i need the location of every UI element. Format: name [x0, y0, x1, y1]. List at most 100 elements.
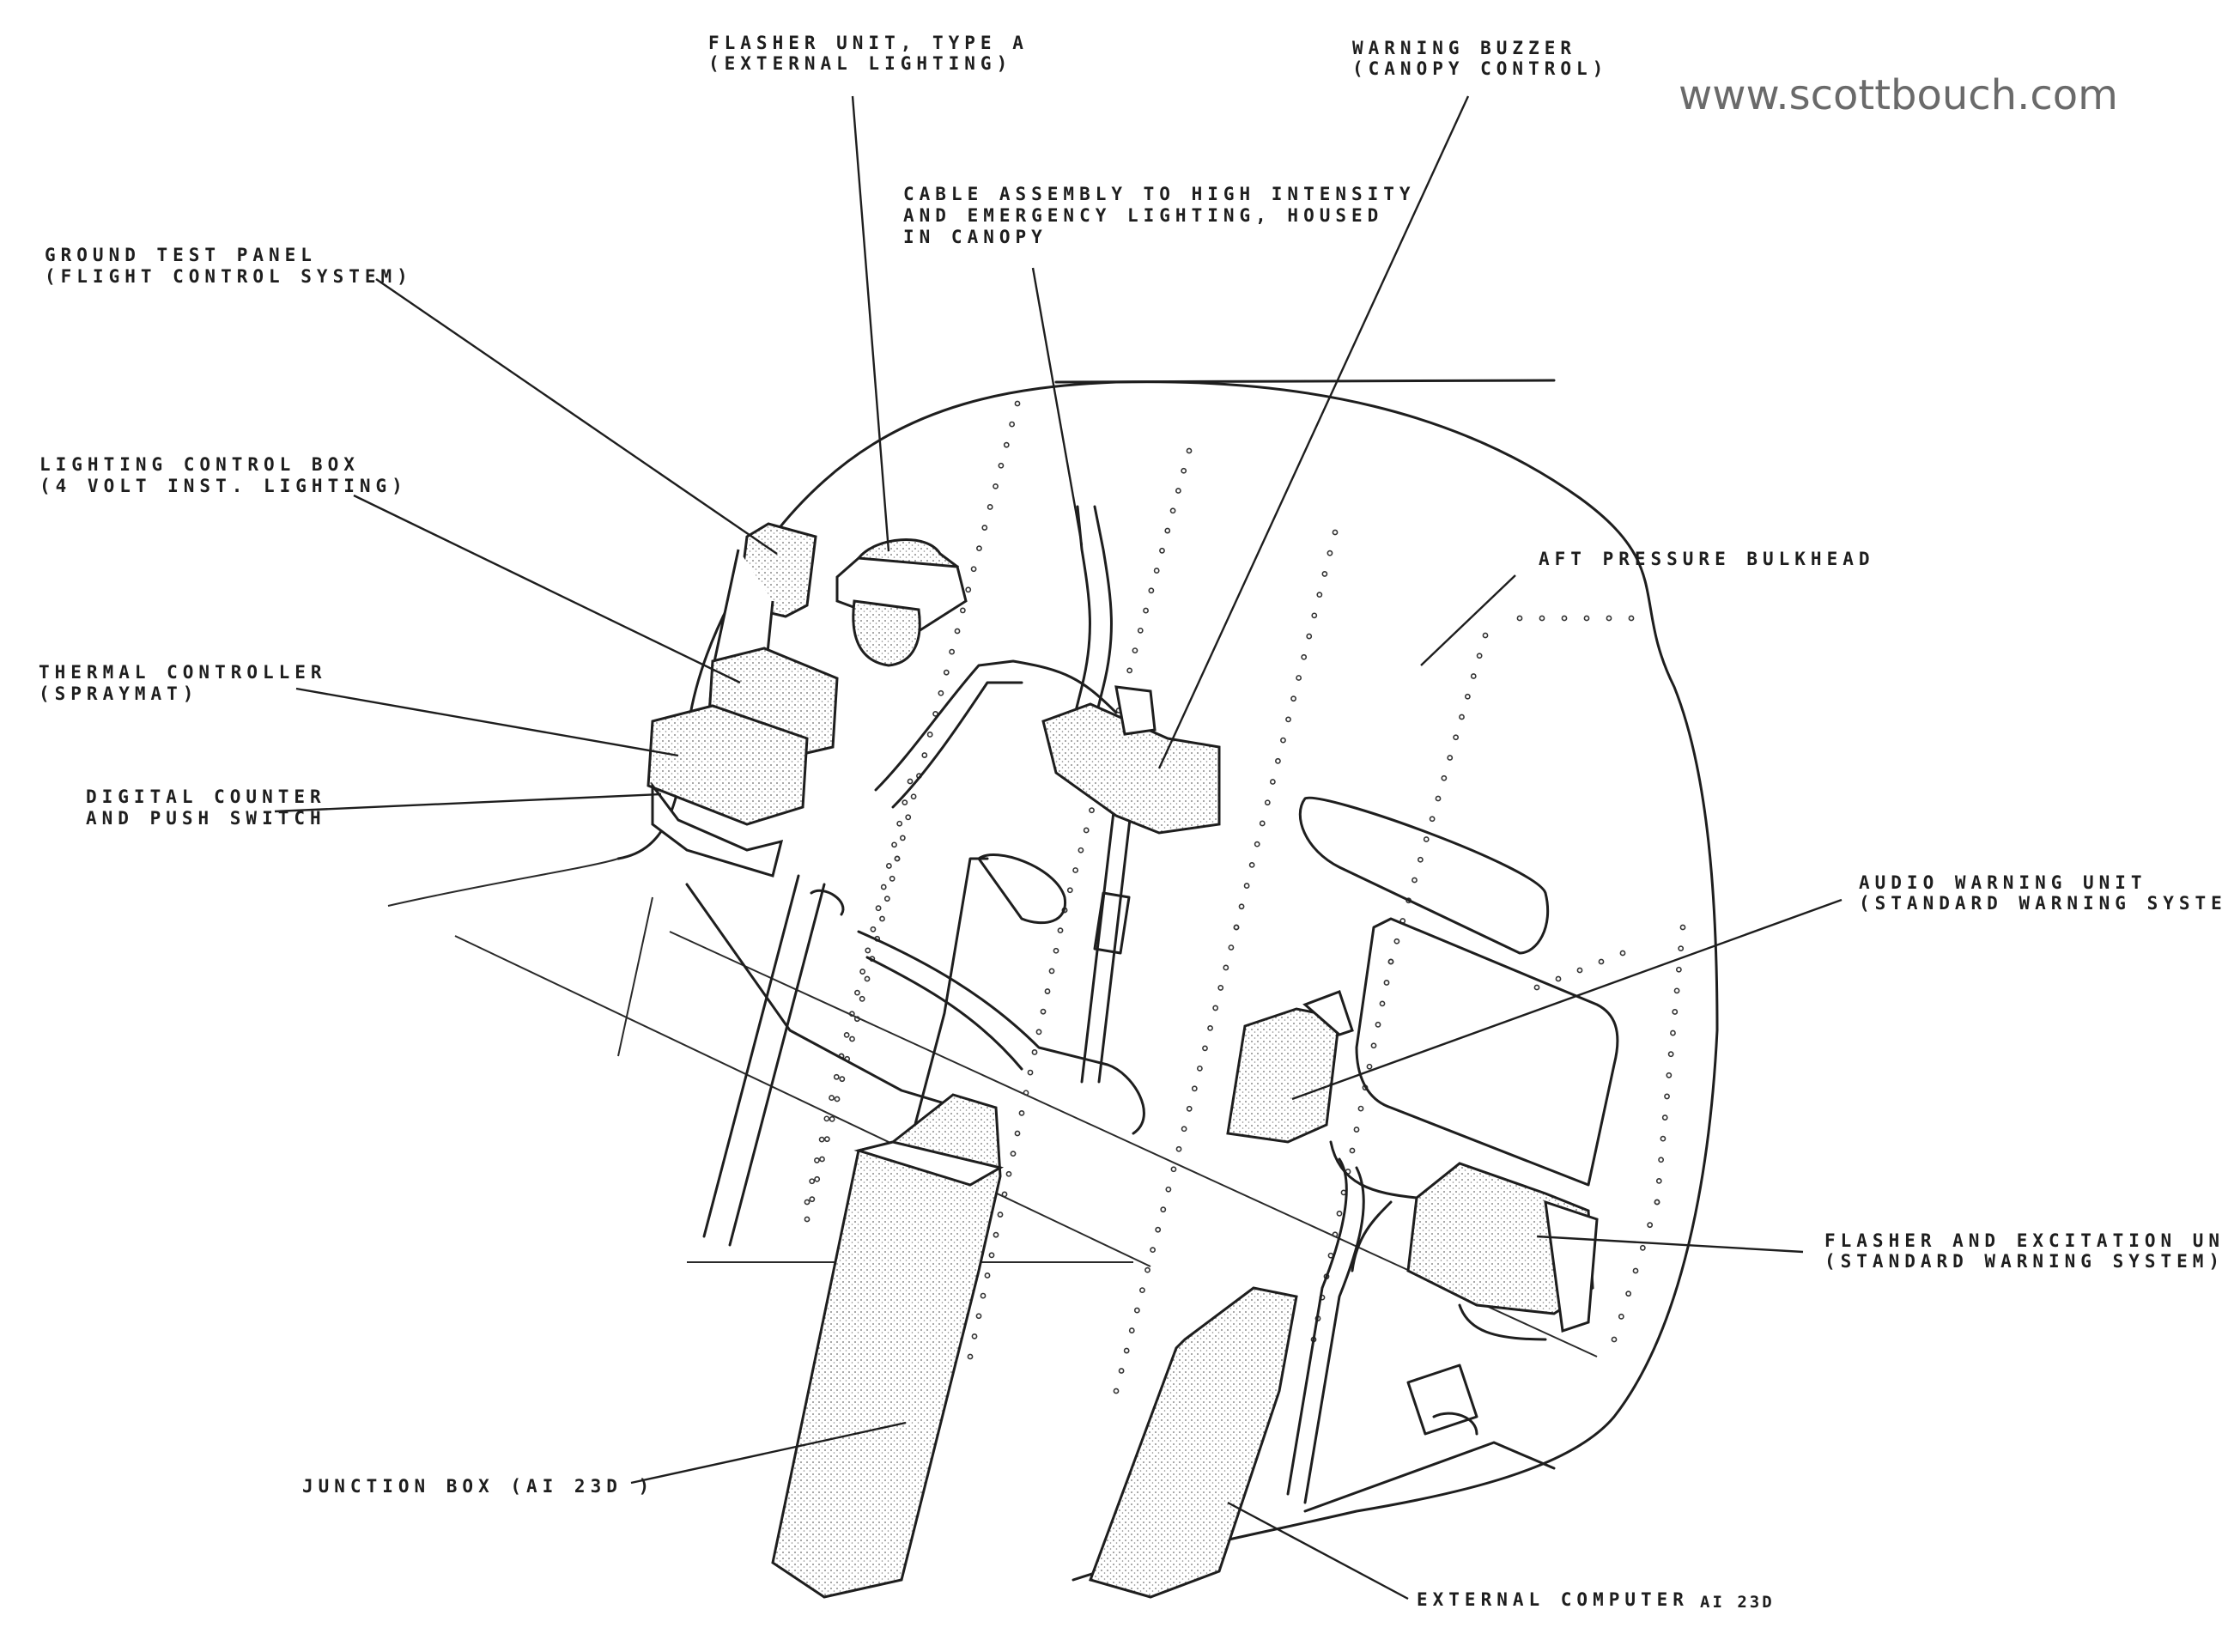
- rivet: [1606, 615, 1612, 622]
- rivet: [1353, 1127, 1360, 1133]
- leader-digital-counter: [274, 793, 662, 813]
- rivet: [1040, 1008, 1047, 1015]
- rivet: [1248, 861, 1255, 868]
- rivet: [1412, 877, 1418, 884]
- rivet: [1027, 1069, 1034, 1076]
- rivet: [1357, 1105, 1364, 1112]
- rivet: [1539, 615, 1545, 622]
- rivet: [1048, 968, 1055, 975]
- rivet: [1175, 488, 1181, 494]
- junction-box-shape: [771, 1093, 1002, 1599]
- cable-bundle-right: [1286, 1157, 1348, 1496]
- leader-audio-warning-unit: [1291, 898, 1843, 1101]
- rivet: [1259, 820, 1266, 827]
- rivet: [1661, 1114, 1668, 1121]
- rivet: [879, 915, 885, 922]
- canopy-cable-tube: [1072, 505, 1091, 723]
- rivet: [1296, 675, 1302, 681]
- rivet: [1181, 467, 1187, 474]
- rivet: [1280, 737, 1286, 744]
- rivet: [1031, 1049, 1038, 1055]
- rivet: [1561, 615, 1568, 622]
- rivet: [804, 1216, 810, 1223]
- figure-ref: AI 23D: [1700, 1593, 1775, 1612]
- rivet: [865, 947, 871, 954]
- rivet: [1658, 1157, 1665, 1163]
- rivet: [819, 1156, 825, 1163]
- left-stand-line: [617, 896, 653, 1057]
- rivet: [1453, 734, 1460, 741]
- rivet: [859, 969, 866, 975]
- rivet: [1072, 867, 1079, 873]
- rivet: [1673, 987, 1680, 994]
- junction-box-top: [853, 1140, 1005, 1187]
- rivet: [1202, 1045, 1208, 1052]
- rivet: [814, 1157, 820, 1163]
- rivet: [1482, 632, 1489, 639]
- rivet: [1128, 1327, 1135, 1333]
- flasher-excitation-wire: [1458, 1303, 1547, 1341]
- digital-counter-shape: [651, 781, 784, 878]
- bulkhead-outline: [616, 380, 1719, 1582]
- rivet: [1254, 841, 1260, 847]
- rivet: [938, 689, 944, 696]
- rivet: [1619, 950, 1626, 957]
- flasher-excitation-unit-plate: [1544, 1200, 1599, 1333]
- rivet: [849, 1036, 855, 1042]
- rivet: [1144, 1266, 1150, 1273]
- rivet: [889, 875, 895, 882]
- label-digital-counter: DIGITAL COUNTER AND PUSH SWITCH: [86, 787, 342, 829]
- leader-cable-assembly: [1031, 267, 1084, 546]
- leader-flasher-excitation-unit: [1536, 1235, 1804, 1254]
- rivet: [1459, 714, 1465, 720]
- labels: FLASHER UNIT, TYPE A (EXTERNAL LIGHTING)…: [39, 33, 2222, 1612]
- rivet: [864, 975, 871, 982]
- rivet: [1191, 1085, 1198, 1092]
- rivet: [1044, 988, 1051, 994]
- pipe-horizontal-inner: [865, 956, 1023, 1071]
- rivet: [1387, 958, 1394, 965]
- rivet: [1023, 1090, 1029, 1096]
- rear-tube: [977, 853, 1066, 925]
- external-computer-shape: [1089, 1286, 1298, 1599]
- leader-aft-pressure-bulkhead: [1420, 574, 1516, 666]
- rivet: [1001, 1191, 1008, 1198]
- rivet: [818, 1136, 825, 1143]
- rivet: [1632, 1267, 1639, 1274]
- rivet: [1269, 779, 1276, 785]
- rivet: [1393, 938, 1400, 944]
- cable-loom-upper: [874, 659, 1118, 792]
- rivet: [970, 566, 977, 573]
- rivet: [1625, 1291, 1632, 1297]
- rivet: [1675, 966, 1682, 973]
- rivet: [1639, 1244, 1646, 1251]
- rivet: [1447, 755, 1454, 761]
- rivet: [1375, 1021, 1381, 1028]
- vertical-rod-2: [1097, 788, 1135, 1084]
- rivet: [1014, 1130, 1021, 1137]
- rivet: [984, 1272, 991, 1278]
- rivet: [1598, 958, 1605, 965]
- rivet: [1470, 673, 1477, 679]
- label-lighting-control-box: LIGHTING CONTROL BOX (4 VOLT INST. LIGHT…: [39, 454, 408, 496]
- rivet: [1516, 615, 1523, 622]
- rivet: [1311, 612, 1318, 619]
- rivet: [1647, 1222, 1654, 1229]
- rivet: [823, 1115, 830, 1122]
- rivet: [976, 545, 982, 552]
- clamp-lower: [1406, 1364, 1478, 1436]
- leader-lighting-control-box: [353, 494, 741, 684]
- rivet: [1164, 527, 1171, 534]
- rivet: [899, 835, 906, 841]
- label-external-computer: EXTERNAL COMPUTER: [1417, 1589, 1689, 1610]
- rivet: [1233, 924, 1240, 931]
- rivet: [1435, 795, 1442, 802]
- label-aft-pressure-bulkhead: AFT PRESSURE BULKHEAD: [1539, 549, 1875, 569]
- rivet: [839, 1076, 846, 1083]
- rivet: [1678, 945, 1685, 952]
- rivet: [1153, 568, 1160, 574]
- rivet: [1113, 1388, 1120, 1394]
- rivet: [1155, 1226, 1162, 1233]
- vertical-rod: [1080, 788, 1118, 1084]
- leader-warning-buzzer: [1157, 95, 1470, 769]
